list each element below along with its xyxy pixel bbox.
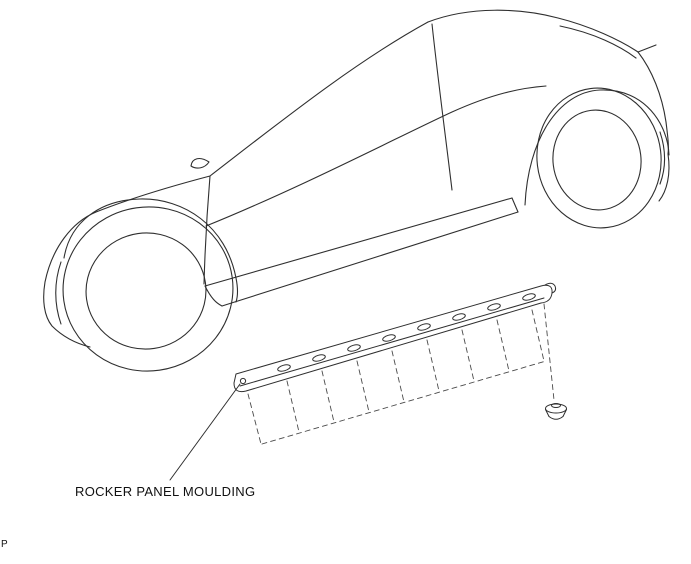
rear-rim xyxy=(552,109,642,211)
clip-slot xyxy=(382,334,396,342)
rear-bumper-line xyxy=(658,153,670,202)
projection-line xyxy=(531,309,545,362)
projection-left-edge xyxy=(247,393,262,445)
rear-wheel-arch xyxy=(524,89,670,206)
clip-base xyxy=(548,416,564,420)
projection-line xyxy=(356,360,370,413)
projection-line xyxy=(461,329,475,382)
rear-tire xyxy=(536,87,662,229)
front-wheel-arch xyxy=(63,198,239,303)
clip-slot xyxy=(277,364,291,372)
rocker-front-join xyxy=(204,285,223,307)
roof-line xyxy=(427,9,639,53)
clip-cap xyxy=(545,403,567,414)
moulding-fold-line xyxy=(239,297,545,387)
spoiler-tick xyxy=(637,44,657,53)
b-pillar-seam xyxy=(431,23,453,191)
projection-line xyxy=(286,380,300,433)
clip-slot xyxy=(347,344,361,352)
clip-slot xyxy=(487,303,501,311)
rocker-panel-moulding-part xyxy=(233,282,557,393)
front-door-seam xyxy=(203,175,211,285)
projection-line xyxy=(426,339,440,392)
front-bumper-line xyxy=(43,211,97,348)
rear-tire-side-arc xyxy=(659,131,666,185)
moulding-end-hook xyxy=(544,282,557,294)
front-tire-side-arc xyxy=(55,261,62,325)
projection-line xyxy=(391,350,405,403)
retainer-clip-part xyxy=(545,403,567,420)
clip-slot xyxy=(522,293,536,301)
hood-edge-line xyxy=(95,175,211,213)
rear-glass-line xyxy=(559,25,637,59)
clip-slot xyxy=(417,323,431,331)
mounting-projection-dashed xyxy=(247,303,555,445)
body-rocker-lower-line xyxy=(221,211,519,307)
rear-wheel xyxy=(524,87,670,229)
front-tire xyxy=(62,206,234,372)
clip-side-right xyxy=(562,409,567,417)
projection-line xyxy=(496,319,510,372)
a-pillar-line xyxy=(209,21,429,177)
front-rim xyxy=(85,232,207,350)
rocker-rear-join xyxy=(511,197,519,213)
projection-bottom-line xyxy=(261,360,547,445)
clip-alignment-line xyxy=(543,303,555,401)
projection-line xyxy=(321,370,335,423)
page-mark: P xyxy=(1,539,8,550)
part-label-rocker-panel-moulding: ROCKER PANEL MOULDING xyxy=(75,484,256,499)
car-body-outline xyxy=(43,9,670,348)
moulding-end-hole xyxy=(239,377,247,385)
clip-side-left xyxy=(545,409,550,417)
leader-line xyxy=(169,383,241,481)
front-wheel xyxy=(55,198,239,372)
moulding-outline xyxy=(233,284,553,393)
door-bottom-line xyxy=(204,197,513,287)
beltline xyxy=(205,85,547,227)
clip-slot xyxy=(452,313,466,321)
side-mirror xyxy=(190,157,210,169)
clip-slot xyxy=(312,354,326,362)
